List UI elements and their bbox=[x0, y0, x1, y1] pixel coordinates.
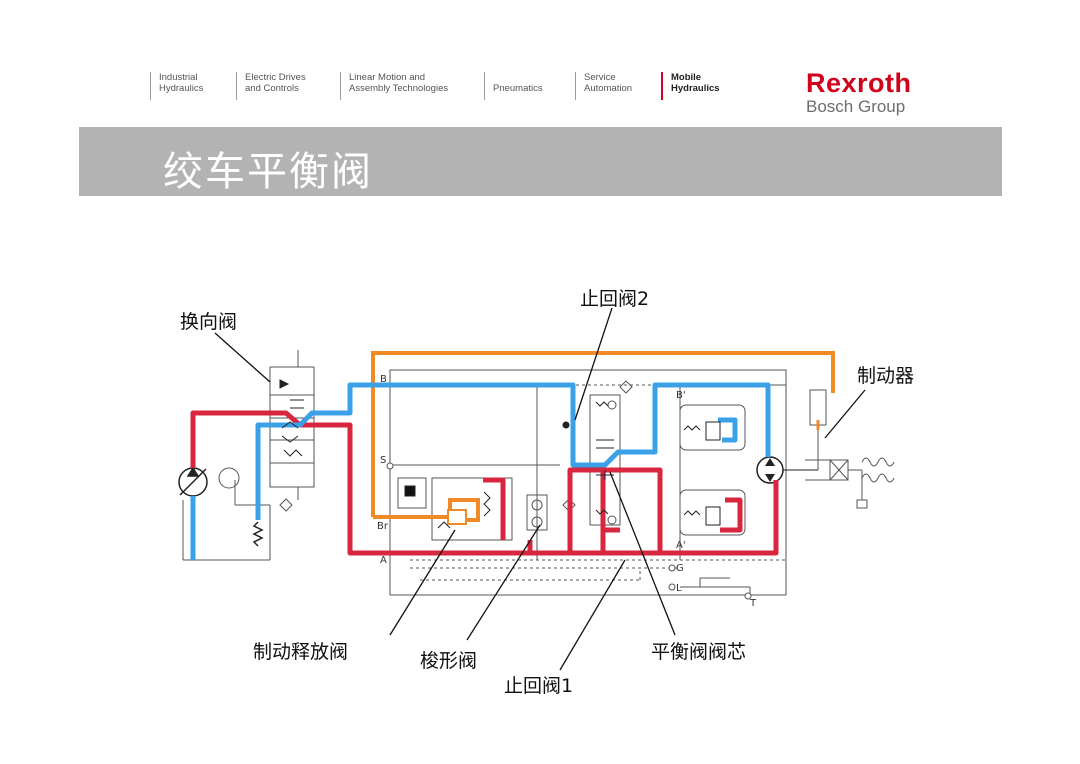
port-label-a-prime: A' bbox=[676, 540, 686, 551]
port-label-l: L bbox=[676, 583, 682, 594]
label-directional-valve: 换向阀 bbox=[180, 311, 238, 333]
port-label-t: T bbox=[749, 598, 757, 609]
nav-item-industrial-hydraulics[interactable]: Industrial Hydraulics bbox=[150, 72, 203, 100]
hydraulic-motor-symbol bbox=[756, 456, 818, 484]
port-label-b: B bbox=[380, 374, 387, 385]
title-bar bbox=[79, 127, 1002, 196]
pressure-lines bbox=[190, 410, 779, 556]
brake-release-valve-body bbox=[431, 477, 513, 541]
nav-item-mobile-hydraulics[interactable]: Mobile Hydraulics bbox=[661, 72, 720, 100]
port-label-a: A bbox=[380, 555, 387, 566]
leader-lines bbox=[214, 307, 866, 671]
pump-symbol bbox=[178, 466, 208, 497]
valve-symbols bbox=[279, 379, 721, 529]
return-spring-icon bbox=[252, 521, 264, 547]
nav-item-service-automation[interactable]: Service Automation bbox=[575, 72, 632, 100]
manifold-block bbox=[389, 369, 787, 596]
port-label-g: G bbox=[676, 563, 684, 574]
return-lines bbox=[190, 382, 771, 560]
label-counterbalance-spool: 平衡阀阀芯 bbox=[651, 641, 747, 663]
pilot-line-brake-release bbox=[373, 498, 480, 522]
label-brake-release-valve: 制动释放阀 bbox=[253, 641, 349, 663]
nav-item-electric-drives[interactable]: Electric Drives and Controls bbox=[236, 72, 306, 100]
port-label-b-prime: B' bbox=[676, 390, 686, 401]
port-dots bbox=[386, 462, 752, 600]
pilot-line bbox=[371, 351, 835, 517]
label-brake: 制动器 bbox=[857, 365, 915, 387]
label-check-valve-1: 止回阀1 bbox=[504, 675, 574, 697]
logo-wordmark: Rexroth bbox=[806, 68, 912, 98]
manifold-outlines bbox=[182, 350, 895, 596]
nav-item-linear-motion[interactable]: Linear Motion and Assembly Technologies bbox=[340, 72, 448, 100]
rexroth-logo: Rexroth Bosch Group bbox=[806, 68, 912, 116]
brake-cylinder bbox=[809, 389, 827, 426]
label-check-valve-2: 止回阀2 bbox=[580, 288, 650, 310]
page-title: 绞车平衡阀 bbox=[163, 149, 373, 195]
label-shuttle-valve: 梭形阀 bbox=[420, 650, 478, 672]
port-label-br: Br bbox=[377, 521, 389, 532]
logo-subtitle: Bosch Group bbox=[806, 97, 906, 116]
nav-item-pneumatics[interactable]: Pneumatics bbox=[484, 72, 543, 100]
port-label-s: S bbox=[380, 455, 386, 466]
